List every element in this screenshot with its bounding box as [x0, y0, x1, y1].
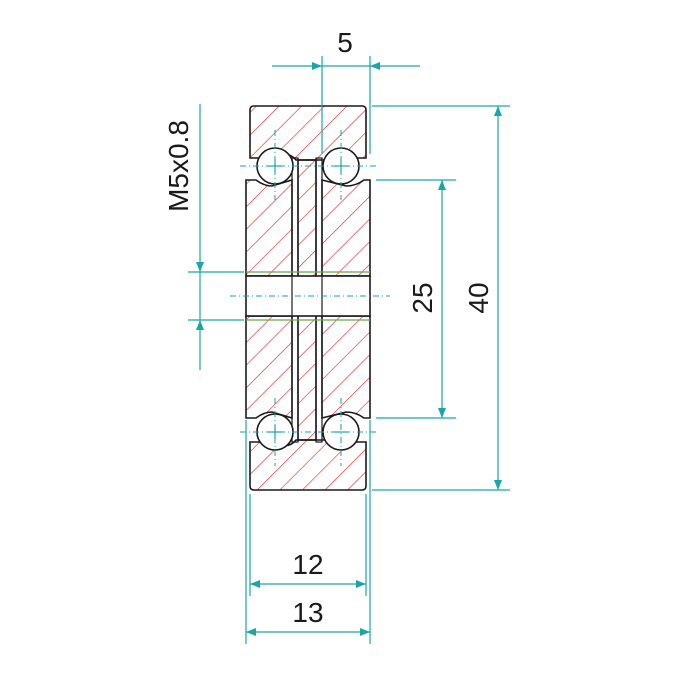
dim-label-outer-width: 13 — [292, 597, 323, 628]
dim-label-inner-width: 12 — [292, 549, 323, 580]
dimensions — [188, 56, 510, 644]
dim-label-outer-height: 40 — [463, 282, 494, 313]
right-ring-upper — [321, 178, 371, 277]
dim-label-inner-height: 25 — [407, 282, 438, 313]
center-lines — [230, 130, 390, 466]
dim-label-top-width: 5 — [337, 27, 353, 58]
left-ring-lower — [245, 315, 293, 420]
left-ring-upper — [245, 178, 293, 277]
bottom-outer-ring — [249, 439, 367, 491]
dim-label-thread: M5x0.8 — [163, 120, 194, 212]
right-ring-lower — [321, 315, 371, 420]
